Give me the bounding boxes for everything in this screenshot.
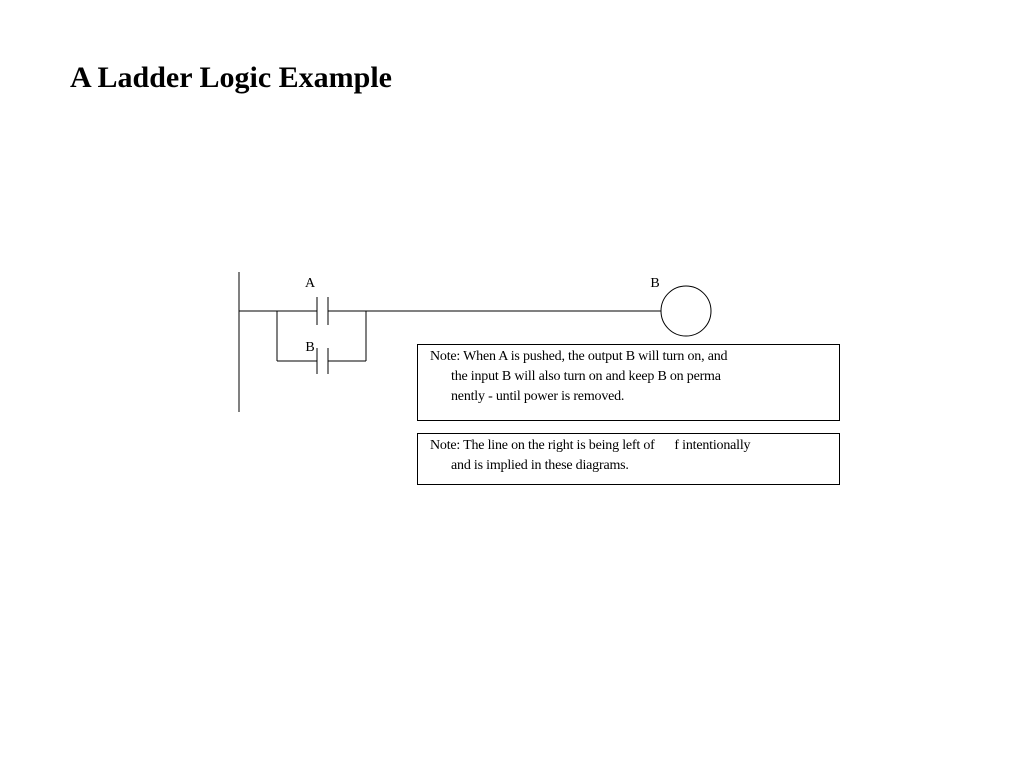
coil-label: B [650, 276, 659, 291]
note-text-line: Note: When A is pushed, the output B wil… [430, 349, 728, 364]
note-text-line: nently - until power is removed. [451, 389, 625, 404]
note-text-line: Note: The line on the right is being lef… [430, 438, 751, 453]
contact-a [316, 297, 329, 325]
note-text-line: the input B will also turn on and keep B… [451, 369, 721, 384]
slide-title: A Ladder Logic Example [70, 61, 392, 94]
contact-b [316, 348, 329, 374]
output-coil [660, 285, 712, 337]
contact-a-label: A [305, 276, 316, 291]
contact-b-label: B [305, 340, 314, 355]
note-box-right-rail: Note: The line on the right is being lef… [417, 433, 840, 485]
note-box-latching: Note: When A is pushed, the output B wil… [417, 344, 840, 421]
parallel-branch [276, 311, 367, 362]
note-text-line: and is implied in these diagrams. [451, 458, 629, 473]
